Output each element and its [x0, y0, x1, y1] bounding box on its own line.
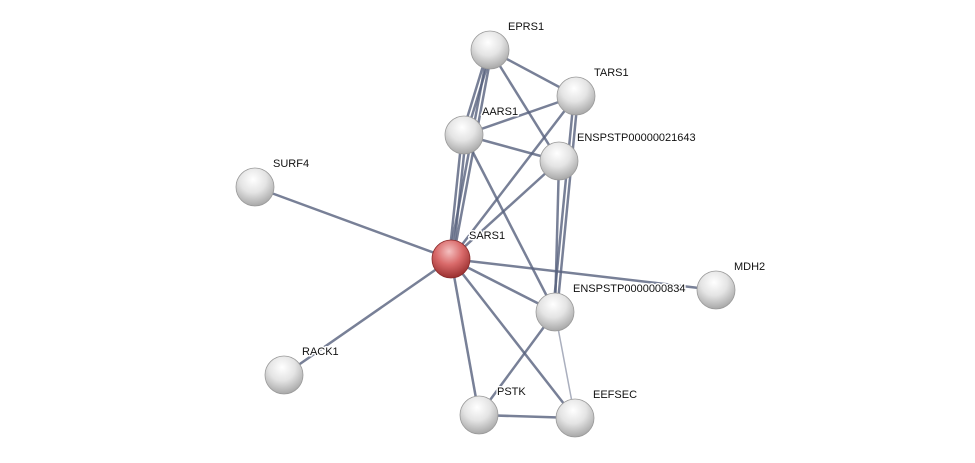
edge-sars1-aars1[interactable] [447, 134, 464, 259]
node-bubble[interactable] [556, 76, 596, 116]
node-label: ENSPSTP00000021643 [577, 132, 696, 144]
node-label: MDH2 [734, 261, 765, 273]
node-aars1[interactable]: AARS1 [444, 105, 520, 155]
node-label: ENSPSTP0000000834 [573, 283, 686, 295]
node-sars1[interactable]: SARS1 [431, 229, 507, 279]
node-label: SURF4 [273, 158, 309, 170]
edge-sars1-mdh2[interactable] [450, 257, 717, 292]
node-bubble[interactable] [470, 30, 510, 70]
edge-eprs1-enspstp00000021643[interactable] [488, 49, 561, 162]
node-label: EEFSEC [593, 389, 637, 401]
edge-sars1-enspstp0000000834[interactable] [450, 257, 556, 314]
node-bubble[interactable] [444, 115, 484, 155]
edge-sars1-surf4[interactable] [254, 185, 452, 261]
edge-enspstp00000021643-enspstp0000000834[interactable] [553, 160, 561, 313]
node-bubble[interactable] [555, 398, 595, 438]
node-label: PSTK [497, 386, 526, 398]
edge-sars1-eefsec[interactable] [450, 258, 576, 419]
node-label: RACK1 [302, 346, 339, 358]
node-mdh2[interactable]: MDH2 [696, 260, 767, 310]
node-label: SARS1 [469, 230, 505, 242]
edge-aars1-tars1[interactable] [463, 94, 577, 137]
node-bubble[interactable] [459, 395, 499, 435]
node-pstk[interactable]: PSTK [459, 385, 528, 435]
edge-sars1-pstk[interactable] [449, 258, 481, 416]
node-bubble[interactable] [535, 292, 575, 332]
node-eprs1[interactable]: EPRS1 [470, 20, 546, 70]
node-bubble[interactable] [539, 141, 579, 181]
node-bubble[interactable] [431, 239, 471, 279]
node-tars1[interactable]: TARS1 [556, 66, 630, 116]
edge-aars1-enspstp0000000834[interactable] [462, 134, 557, 313]
node-label: TARS1 [594, 67, 629, 79]
edge-enspstp0000000834-pstk[interactable] [477, 311, 557, 416]
node-bubble[interactable] [264, 355, 304, 395]
node-eefsec[interactable]: EEFSEC [555, 388, 639, 438]
node-rack1[interactable]: RACK1 [264, 345, 340, 395]
edge-sars1-eprs1[interactable] [451, 50, 494, 260]
edge-sars1-enspstp00000021643[interactable] [450, 160, 560, 260]
node-enspstp0000000834[interactable]: ENSPSTP0000000834 [535, 282, 687, 332]
node-enspstp00000021643[interactable]: ENSPSTP00000021643 [539, 131, 697, 181]
node-bubble[interactable] [235, 167, 275, 207]
node-bubble[interactable] [696, 270, 736, 310]
node-surf4[interactable]: SURF4 [235, 157, 311, 207]
node-label: EPRS1 [508, 21, 544, 33]
edge-tars1-enspstp0000000834[interactable] [555, 96, 580, 313]
edge-sars1-rack1[interactable] [283, 257, 452, 377]
node-label: AARS1 [482, 106, 518, 118]
edge-sars1-tars1[interactable] [450, 95, 577, 260]
